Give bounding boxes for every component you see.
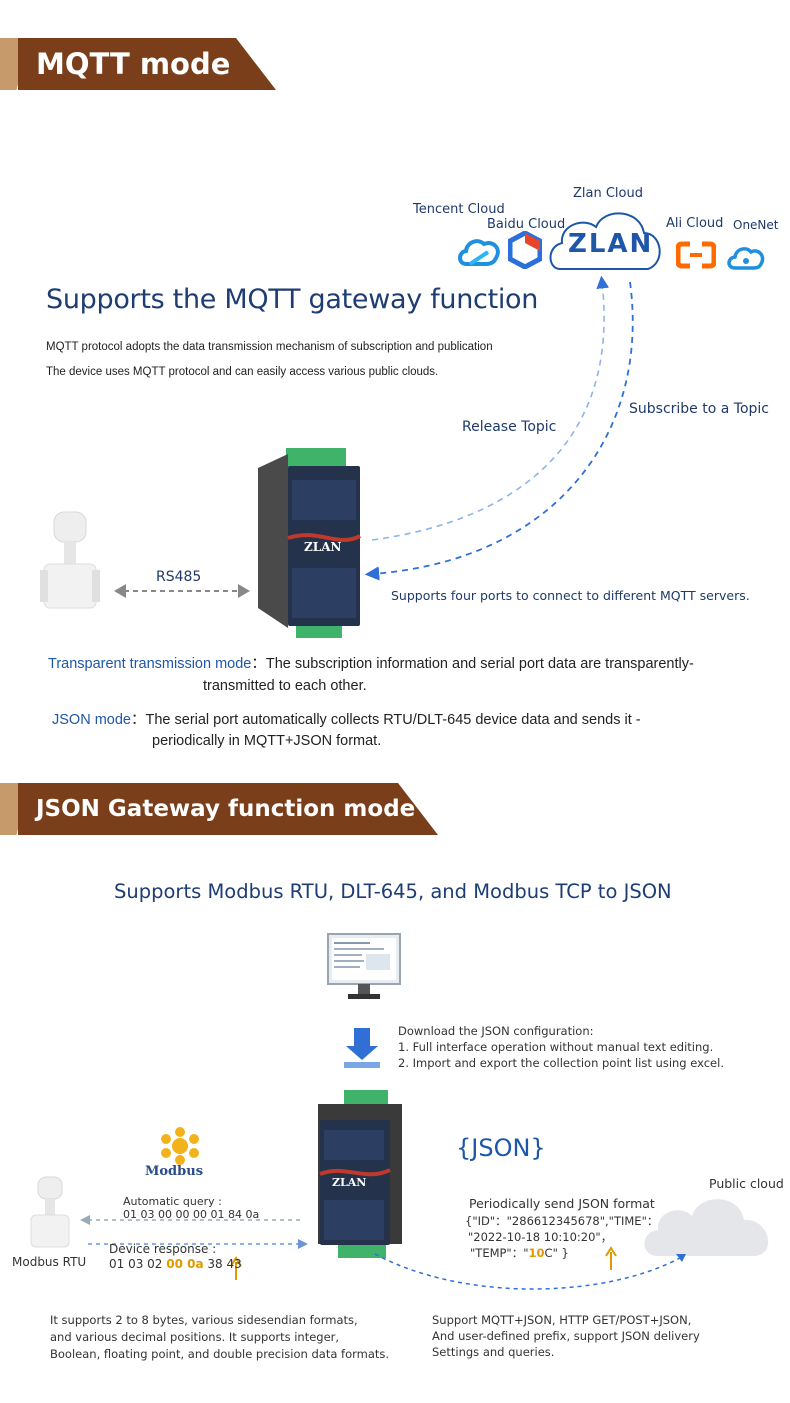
- public-cloud-label: Public cloud: [709, 1176, 784, 1191]
- device-brand-label: ZLAN: [332, 1176, 367, 1189]
- banner-title: JSON Gateway function mode: [36, 796, 416, 822]
- mqtt-heading: Supports the MQTT gateway function: [46, 284, 539, 315]
- left-note-line1: It supports 2 to 8 bytes, various sidese…: [50, 1313, 358, 1327]
- banner-bar: [18, 783, 438, 835]
- response-pre: 01 03 02: [109, 1257, 167, 1271]
- zlan-cloud-label: Zlan Cloud: [573, 186, 643, 201]
- device-body-icon: [318, 1090, 402, 1258]
- modbus-logo-icon: [161, 1127, 199, 1165]
- tencent-cloud-label: Tencent Cloud: [413, 202, 505, 217]
- left-note-line2: and various decimal positions. It suppor…: [50, 1330, 340, 1344]
- download-title: Download the JSON configuration:: [398, 1024, 594, 1038]
- json-mode-line2: periodically in MQTT+JSON format.: [152, 733, 382, 749]
- device-response-label: Device response :: [109, 1242, 217, 1256]
- periodic-line3-highlight: 10: [528, 1246, 545, 1260]
- json-mode-key: JSON mode: [52, 712, 131, 728]
- banner-bar: [18, 38, 276, 90]
- periodic-title: Periodically send JSON format: [469, 1196, 655, 1211]
- right-note-line2: And user-defined prefix, support JSON de…: [432, 1329, 700, 1343]
- response-highlight: 00 0a: [166, 1257, 204, 1271]
- monitor-icon: [327, 933, 401, 999]
- tencent-cloud-icon: [458, 239, 500, 266]
- response-post: 38 43: [203, 1257, 242, 1271]
- device-body-icon: [258, 448, 361, 638]
- ali-cloud-icon: [676, 241, 716, 269]
- onenet-label: OneNet: [733, 218, 779, 232]
- auto-query-value: 01 03 00 00 00 01 84 0a: [123, 1208, 260, 1221]
- modbus-rtu-label: Modbus RTU: [12, 1255, 87, 1269]
- subscribe-topic-label: Subscribe to a Topic: [629, 401, 769, 417]
- download-item1: 1. Full interface operation without manu…: [398, 1040, 714, 1054]
- modbus-rtu-meter-icon: [30, 1176, 70, 1248]
- transparent-mode-text1: ：The subscription information and serial…: [251, 656, 694, 672]
- transparent-mode-line2: transmitted to each other.: [203, 678, 367, 694]
- mqtt-desc-line2: The device uses MQTT protocol and can ea…: [46, 366, 439, 378]
- periodic-line3-pre: "TEMP"：": [470, 1246, 529, 1260]
- baidu-cloud-label: Baidu Cloud: [487, 217, 566, 232]
- json-mode-text1: ：The serial port automatically collects …: [130, 712, 641, 728]
- json-logo: {JSON}: [456, 1134, 546, 1162]
- ali-cloud-label: Ali Cloud: [666, 216, 724, 231]
- download-icon: [344, 1028, 380, 1068]
- zlan-device: ZLAN: [258, 448, 370, 638]
- rs485-label: RS485: [156, 569, 202, 585]
- release-topic-label: Release Topic: [462, 419, 557, 435]
- modbus-logo-text: Modbus: [145, 1164, 204, 1179]
- public-cloud-icon: [644, 1199, 769, 1256]
- mqtt-mode-banner: MQTT mode: [0, 38, 280, 90]
- four-ports-note: Supports four ports to connect to differ…: [391, 588, 750, 603]
- periodic-line3-post: C" }: [544, 1246, 569, 1260]
- json-gateway-banner: JSON Gateway function mode: [0, 783, 440, 835]
- flow-meter-icon: [40, 511, 100, 609]
- json-heading: Supports Modbus RTU, DLT-645, and Modbus…: [114, 880, 672, 903]
- zlan-logo: ZLAN: [568, 229, 654, 259]
- left-note-line3: Boolean, floating point, and double prec…: [50, 1347, 390, 1361]
- zlan-cloud-icon: [549, 212, 661, 270]
- mqtt-desc-line1: MQTT protocol adopts the data transmissi…: [46, 341, 493, 353]
- zlan-device-json: ZLAN: [310, 1090, 410, 1260]
- auto-query-label: Automatic query :: [123, 1195, 222, 1208]
- json-flow-lines: [80, 1215, 686, 1290]
- topic-arcs: [114, 275, 634, 598]
- onenet-icon: [727, 247, 765, 270]
- json-mode-line1: JSON mode：The serial port automatically …: [52, 708, 641, 729]
- device-brand-label: ZLAN: [304, 540, 342, 554]
- download-item2: 2. Import and export the collection poin…: [398, 1056, 724, 1070]
- periodic-line2: "2022-10-18 10:10:20"，: [468, 1230, 613, 1244]
- device-response-value: 01 03 02 00 0a 38 43: [109, 1256, 242, 1272]
- transparent-mode-key: Transparent transmission mode: [48, 656, 252, 672]
- right-note-line1: Support MQTT+JSON, HTTP GET/POST+JSON,: [432, 1313, 692, 1327]
- baidu-cloud-icon: [508, 231, 542, 269]
- right-note-line3: Settings and queries.: [432, 1345, 555, 1359]
- periodic-line3: "TEMP"："10C" }: [470, 1245, 569, 1261]
- banner-title: MQTT mode: [36, 47, 231, 81]
- periodic-line1: {"ID"："286612345678","TIME"：: [465, 1214, 659, 1228]
- transparent-mode-line1: Transparent transmission mode：The subscr…: [48, 652, 694, 673]
